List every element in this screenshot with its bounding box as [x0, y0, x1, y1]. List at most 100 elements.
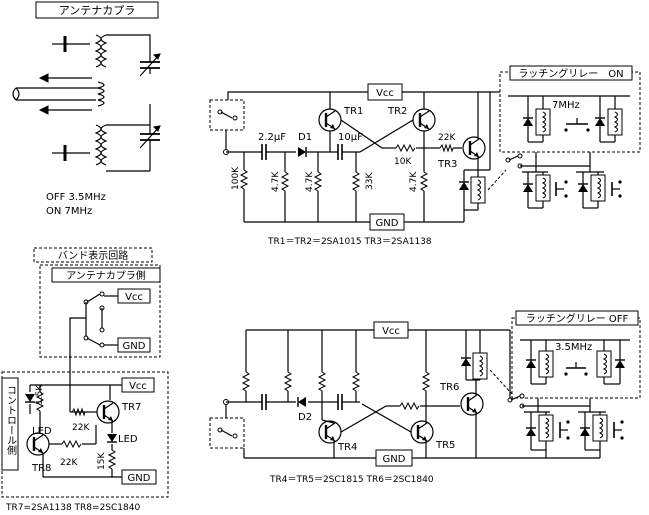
tr5-label: TR5	[435, 440, 455, 451]
coupler-note-off: OFF 3.5MHz	[46, 192, 106, 203]
relay-on-a-icon	[535, 108, 551, 136]
diode-tr3-icon	[458, 181, 470, 191]
pickup-box-on	[209, 99, 245, 131]
c2-label: 10μF	[338, 132, 363, 143]
tr3-label: TR3	[437, 159, 457, 170]
gnd-label-off: GND	[383, 454, 406, 465]
diode-on-b-icon	[594, 117, 606, 127]
relay-coil-tr3-icon	[470, 176, 486, 204]
arrow-left-icon	[38, 73, 92, 83]
transistor-tr5-icon	[409, 419, 435, 445]
coupler-title: アンテナカプラ	[59, 4, 136, 17]
pickup-switch-on	[217, 109, 238, 121]
diode-off-a-icon	[525, 359, 537, 369]
transistor-tr6-icon	[459, 391, 485, 417]
r-1k5-label: 1.5K	[35, 384, 45, 405]
coupler-coil-middle	[96, 81, 105, 107]
gnd-label-band-top: GND	[123, 341, 146, 352]
resistor-4k7-c	[420, 171, 428, 192]
d2-label: D2	[298, 412, 312, 423]
resistor-33k	[352, 171, 360, 192]
resistor-off-d	[352, 371, 360, 392]
antenna-coupler-section: アンテナカプラ	[12, 1, 161, 217]
pickup-switch-off	[217, 427, 238, 439]
capacitor-2u2	[261, 144, 267, 160]
relay-on-c-contact	[555, 180, 568, 198]
relay-off-d-contact	[613, 420, 624, 440]
gnd-label-band-bottom: GND	[128, 473, 151, 484]
latch-on-circuit: Vcc GND 2.2μF D1 10μF 100K 4.7K	[209, 65, 641, 247]
led-1-label: LED	[32, 426, 52, 437]
gnd-label-on: GND	[376, 218, 399, 229]
coupler-coil-lower	[94, 124, 108, 166]
latch-off-circuit: Vcc GND D2	[209, 310, 641, 485]
r-100k-label: 100K	[231, 166, 241, 190]
resistor-off-a	[242, 371, 250, 392]
coupler-side-box	[39, 264, 161, 358]
resistor-4k7-a	[281, 171, 289, 192]
capacitor-10u	[337, 144, 343, 160]
r-10k-label: 10K	[394, 157, 412, 167]
relay-on-lower-contacts	[505, 153, 523, 169]
r-4k7-a-label: 4.7K	[271, 171, 281, 192]
relay-off-a-icon	[538, 350, 554, 378]
r-22k-a-label: 22K	[72, 423, 90, 433]
tr1-label: TR1	[343, 106, 363, 117]
coupler-note-on: ON 7MHz	[46, 206, 92, 217]
vcc-label-off: Vcc	[382, 326, 400, 337]
diode-off-c-icon	[525, 427, 537, 437]
diode-off-d-icon	[579, 427, 591, 437]
relay-off-c-icon	[538, 414, 554, 442]
switch-top	[52, 36, 90, 52]
relay-on-c-icon	[535, 174, 551, 202]
transistor-tr4-icon	[317, 419, 343, 445]
r-33k-label: 33K	[365, 172, 375, 190]
diode-on-c-icon	[522, 183, 534, 193]
vcc-label-on: Vcc	[376, 88, 394, 99]
relay-off-switch	[564, 362, 588, 376]
relay-on-switch	[564, 118, 590, 132]
band-footnote: TR7=2SA1138 TR8=2SC1840	[5, 503, 140, 513]
transistor-tr1-icon	[317, 107, 343, 133]
relay-off-title: ラッチングリレー OFF	[526, 312, 629, 325]
resistor-off-c	[318, 371, 326, 392]
r-22k-b-label: 22K	[60, 458, 78, 468]
resistor-off-e	[422, 371, 430, 392]
band-indicator-section: バンド表示回路 アンテナカプラ側 Vcc GND コントロール側 Vc	[1, 247, 169, 513]
band-title-box	[33, 247, 153, 263]
diode-tr6-icon	[460, 357, 472, 367]
pickup-box-off	[209, 417, 245, 449]
band-switch-upper	[83, 291, 118, 311]
off-footnote: TR4＝TR5＝2SC1815 TR6＝2SC1840	[269, 475, 434, 485]
tr4-label: TR4	[337, 442, 357, 453]
relay-off-d-icon	[592, 414, 608, 442]
transistor-tr3-icon	[461, 135, 487, 161]
control-side-title-box	[1, 377, 19, 471]
control-side-box	[1, 371, 169, 498]
diode-off-b-icon	[614, 359, 626, 369]
transistor-tr7-icon	[95, 399, 121, 425]
variable-capacitor-bottom	[139, 125, 161, 160]
r-15k-label: 15K	[97, 452, 107, 470]
coupler-side-title: アンテナカプラ側	[66, 269, 146, 282]
diode-on-d-icon	[577, 183, 589, 193]
vcc-label-band-bottom: Vcc	[129, 381, 147, 392]
band-title: バンド表示回路	[58, 249, 129, 262]
r-22k-on-label: 22K	[438, 133, 456, 143]
relay-off-b-icon	[596, 350, 612, 378]
resistor-100k	[240, 169, 248, 190]
c1-label: 2.2μF	[258, 132, 286, 143]
coupler-side-title-box	[51, 267, 161, 283]
resistor-15k	[108, 449, 116, 470]
relay-off-box	[511, 317, 641, 399]
on-footnote: TR1＝TR2＝2SA1015 TR3＝2SA1138	[267, 237, 432, 247]
resistor-off-b	[284, 371, 292, 392]
relay-on-d-contact	[611, 180, 622, 198]
tr8-label: TR8	[31, 463, 51, 474]
relay-coil-tr6-icon	[472, 352, 488, 380]
control-side-title: コントロール側	[5, 385, 17, 455]
tr6-label: TR6	[439, 382, 459, 393]
vcc-label-band-top: Vcc	[125, 292, 143, 303]
switch-bottom	[52, 145, 90, 161]
